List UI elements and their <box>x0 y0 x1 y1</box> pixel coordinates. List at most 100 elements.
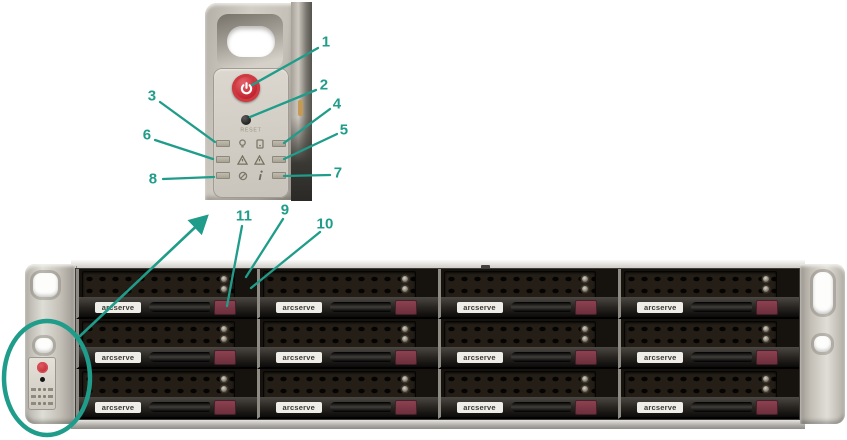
drive-handle[interactable] <box>510 302 572 312</box>
drive-tray-bar: arcserve <box>79 297 257 317</box>
drive-brand-label: arcserve <box>456 401 503 413</box>
callout-number-9: 9 <box>280 201 290 219</box>
drive-tray[interactable]: arcserve <box>618 269 799 319</box>
drive-tray-bar: arcserve <box>259 297 438 317</box>
drive-brand-label: arcserve <box>95 401 141 413</box>
drive-tray[interactable]: arcserve <box>437 319 619 369</box>
drive-release-latch[interactable] <box>756 349 778 365</box>
info-icon <box>258 170 263 181</box>
drive-tray-bar: arcserve <box>440 347 619 367</box>
hdd-icon <box>256 138 264 149</box>
drive-grille <box>262 371 416 399</box>
bulb-icon <box>239 138 247 147</box>
drive-release-latch[interactable] <box>575 399 598 415</box>
drive-tray[interactable]: arcserve <box>256 369 438 419</box>
power-led <box>216 140 230 147</box>
drive-status-led <box>401 336 408 342</box>
drive-release-latch[interactable] <box>756 299 778 315</box>
drive-grille <box>262 321 416 349</box>
drive-grille <box>624 371 777 399</box>
panel-handle-recess <box>217 14 283 69</box>
drive-tray[interactable]: arcserve <box>76 269 257 319</box>
drive-led-indicators <box>401 326 408 342</box>
drive-led-indicators <box>582 276 589 292</box>
drive-handle[interactable] <box>329 402 391 412</box>
drive-activity-led <box>763 376 769 382</box>
drive-brand-label: arcserve <box>275 351 322 363</box>
reset-label: RESET <box>240 127 262 134</box>
circle-slash-icon <box>239 171 248 180</box>
power-icon <box>240 81 252 94</box>
drive-status-led <box>401 386 408 392</box>
drive-status-led <box>582 336 589 342</box>
drive-handle[interactable] <box>149 302 210 312</box>
callout-number-3: 3 <box>147 87 157 105</box>
drive-tray-bar: arcserve <box>621 397 799 417</box>
drive-status-led <box>401 286 408 292</box>
drive-handle[interactable] <box>510 352 572 362</box>
mini-control-panel <box>28 357 56 410</box>
drive-tray[interactable]: arcserve <box>618 319 799 369</box>
power-button[interactable] <box>232 74 260 102</box>
drive-handle[interactable] <box>149 402 210 412</box>
drive-tray-bar: arcserve <box>621 297 799 317</box>
drive-release-latch[interactable] <box>213 349 236 365</box>
drive-release-latch[interactable] <box>213 299 236 315</box>
zoomed-control-panel: RESET <box>203 2 313 202</box>
nic2-warning-icon <box>254 154 266 165</box>
drive-release-latch[interactable] <box>394 299 417 315</box>
drive-tray-bar: arcserve <box>440 397 619 417</box>
drive-release-latch[interactable] <box>394 349 417 365</box>
drive-brand-label: arcserve <box>275 301 322 313</box>
hdd-activity-led <box>272 140 286 147</box>
callout-number-2: 2 <box>319 76 329 94</box>
drive-activity-led <box>220 326 227 332</box>
left-handle-cutout <box>33 273 58 297</box>
drive-grille <box>443 321 597 349</box>
callout-number-7: 7 <box>333 164 343 182</box>
drive-led-indicators <box>401 376 408 392</box>
drive-tray[interactable]: arcserve <box>437 269 619 319</box>
bezel-notch <box>481 265 490 270</box>
drive-release-latch[interactable] <box>394 399 417 415</box>
mini-reset-button[interactable] <box>40 377 45 382</box>
drive-handle[interactable] <box>691 402 752 412</box>
drive-handle[interactable] <box>691 352 752 362</box>
drive-handle[interactable] <box>510 402 572 412</box>
drive-status-led <box>763 336 769 342</box>
drive-brand-label: arcserve <box>637 301 684 313</box>
drive-status-led <box>220 336 227 342</box>
callout-number-10: 10 <box>316 215 334 233</box>
reset-button[interactable] <box>241 115 251 125</box>
drive-release-latch[interactable] <box>213 399 236 415</box>
led-row-1 <box>216 138 286 149</box>
nic1-warning-icon <box>236 154 248 165</box>
drive-tray[interactable]: arcserve <box>437 369 619 419</box>
drive-brand-label: arcserve <box>95 351 141 363</box>
drive-tray[interactable]: arcserve <box>618 369 799 419</box>
drive-release-latch[interactable] <box>575 349 598 365</box>
drive-activity-led <box>763 276 769 282</box>
drive-grille <box>443 271 597 299</box>
drive-handle[interactable] <box>329 352 391 362</box>
drive-release-latch[interactable] <box>756 399 778 415</box>
drive-handle[interactable] <box>329 302 391 312</box>
drive-status-led <box>763 286 769 292</box>
drive-handle[interactable] <box>691 302 752 312</box>
drive-release-latch[interactable] <box>575 299 598 315</box>
drive-tray[interactable]: arcserve <box>256 319 438 369</box>
drive-handle[interactable] <box>149 352 210 362</box>
drive-tray-bar: arcserve <box>440 297 619 317</box>
drive-led-indicators <box>401 276 408 292</box>
mini-power-button[interactable] <box>37 362 48 373</box>
drive-grille <box>82 321 235 349</box>
drive-tray[interactable]: arcserve <box>76 319 257 369</box>
drive-tray[interactable]: arcserve <box>76 369 257 419</box>
drive-grille <box>443 371 597 399</box>
drive-grille <box>262 271 416 299</box>
drive-tray[interactable]: arcserve <box>256 269 438 319</box>
callout-number-4: 4 <box>332 95 342 113</box>
drive-status-led <box>220 386 227 392</box>
callout-number-11: 11 <box>235 207 253 225</box>
